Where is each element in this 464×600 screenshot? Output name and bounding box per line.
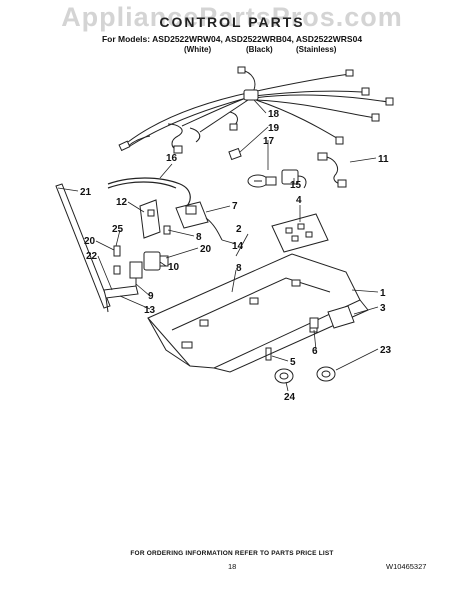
callout-label: 9 [148, 291, 154, 302]
bracket-part-12 [139, 199, 161, 239]
control-board-part-4 [271, 213, 329, 253]
document-part-number: W10465327 [386, 562, 427, 571]
watermark-text: AppliancePartsPros.com [61, 2, 403, 32]
callout-label: 25 [112, 224, 124, 235]
control-housing-part-1 [147, 253, 369, 373]
callout-label: 8 [196, 232, 202, 243]
callout-label: 17 [263, 136, 275, 147]
model-list: For Models: ASD2522WRW04, ASD2522WRB04, … [101, 34, 363, 44]
callout-label: 22 [86, 251, 98, 262]
light-bulb-part-17 [247, 174, 277, 188]
callout-label: 11 [378, 154, 389, 165]
ordering-note: FOR ORDERING INFORMATION REFER TO PARTS … [130, 550, 334, 557]
callout-label: 18 [268, 109, 280, 120]
callout-label: 20 [200, 244, 212, 255]
page-title: CONTROL PARTS [159, 14, 305, 30]
callout-label: 4 [296, 195, 302, 206]
page-number: 18 [228, 562, 237, 571]
callout-label: 21 [80, 187, 92, 198]
callout-label: 8 [236, 263, 242, 274]
wire-part-14 [205, 217, 223, 241]
callout-label: 10 [168, 262, 180, 273]
lever-part-22 [103, 285, 139, 313]
callout-label: 13 [144, 305, 156, 316]
callout-label: 16 [166, 153, 178, 164]
variant-label: (White) [184, 45, 212, 54]
callout-label: 6 [312, 346, 318, 357]
callout-label: 2 [236, 224, 242, 235]
knob-part-24 [274, 368, 294, 384]
bracket-part-3 [327, 305, 355, 329]
callout-label: 24 [284, 392, 296, 403]
knob-part-23 [316, 366, 336, 382]
callout-label: 3 [380, 303, 386, 314]
callout-label: 7 [232, 201, 238, 212]
wire-clip-part-19 [228, 147, 242, 161]
callout-label: 19 [268, 123, 280, 134]
sensor-part-11 [317, 152, 347, 188]
harness-connector [118, 66, 394, 154]
switch-part-9 [129, 261, 143, 292]
callout-label: 15 [290, 180, 302, 191]
wire-harness [125, 69, 389, 151]
callout-label: 20 [84, 236, 96, 247]
variant-label: (Stainless) [296, 45, 337, 54]
callout-label: 23 [380, 345, 392, 356]
bar-part-21 [55, 183, 111, 309]
callout-label: 5 [290, 357, 296, 368]
control-board-part-7 [175, 201, 209, 229]
callout-leader-lines [57, 99, 379, 392]
callout-label: 12 [116, 197, 128, 208]
callout-label: 1 [380, 288, 386, 299]
tube-part-16 [107, 177, 191, 209]
callout-label: 14 [232, 241, 244, 252]
variant-label: (Black) [246, 45, 273, 54]
switch-part-10 [143, 251, 169, 271]
plug-part-6 [309, 317, 319, 329]
